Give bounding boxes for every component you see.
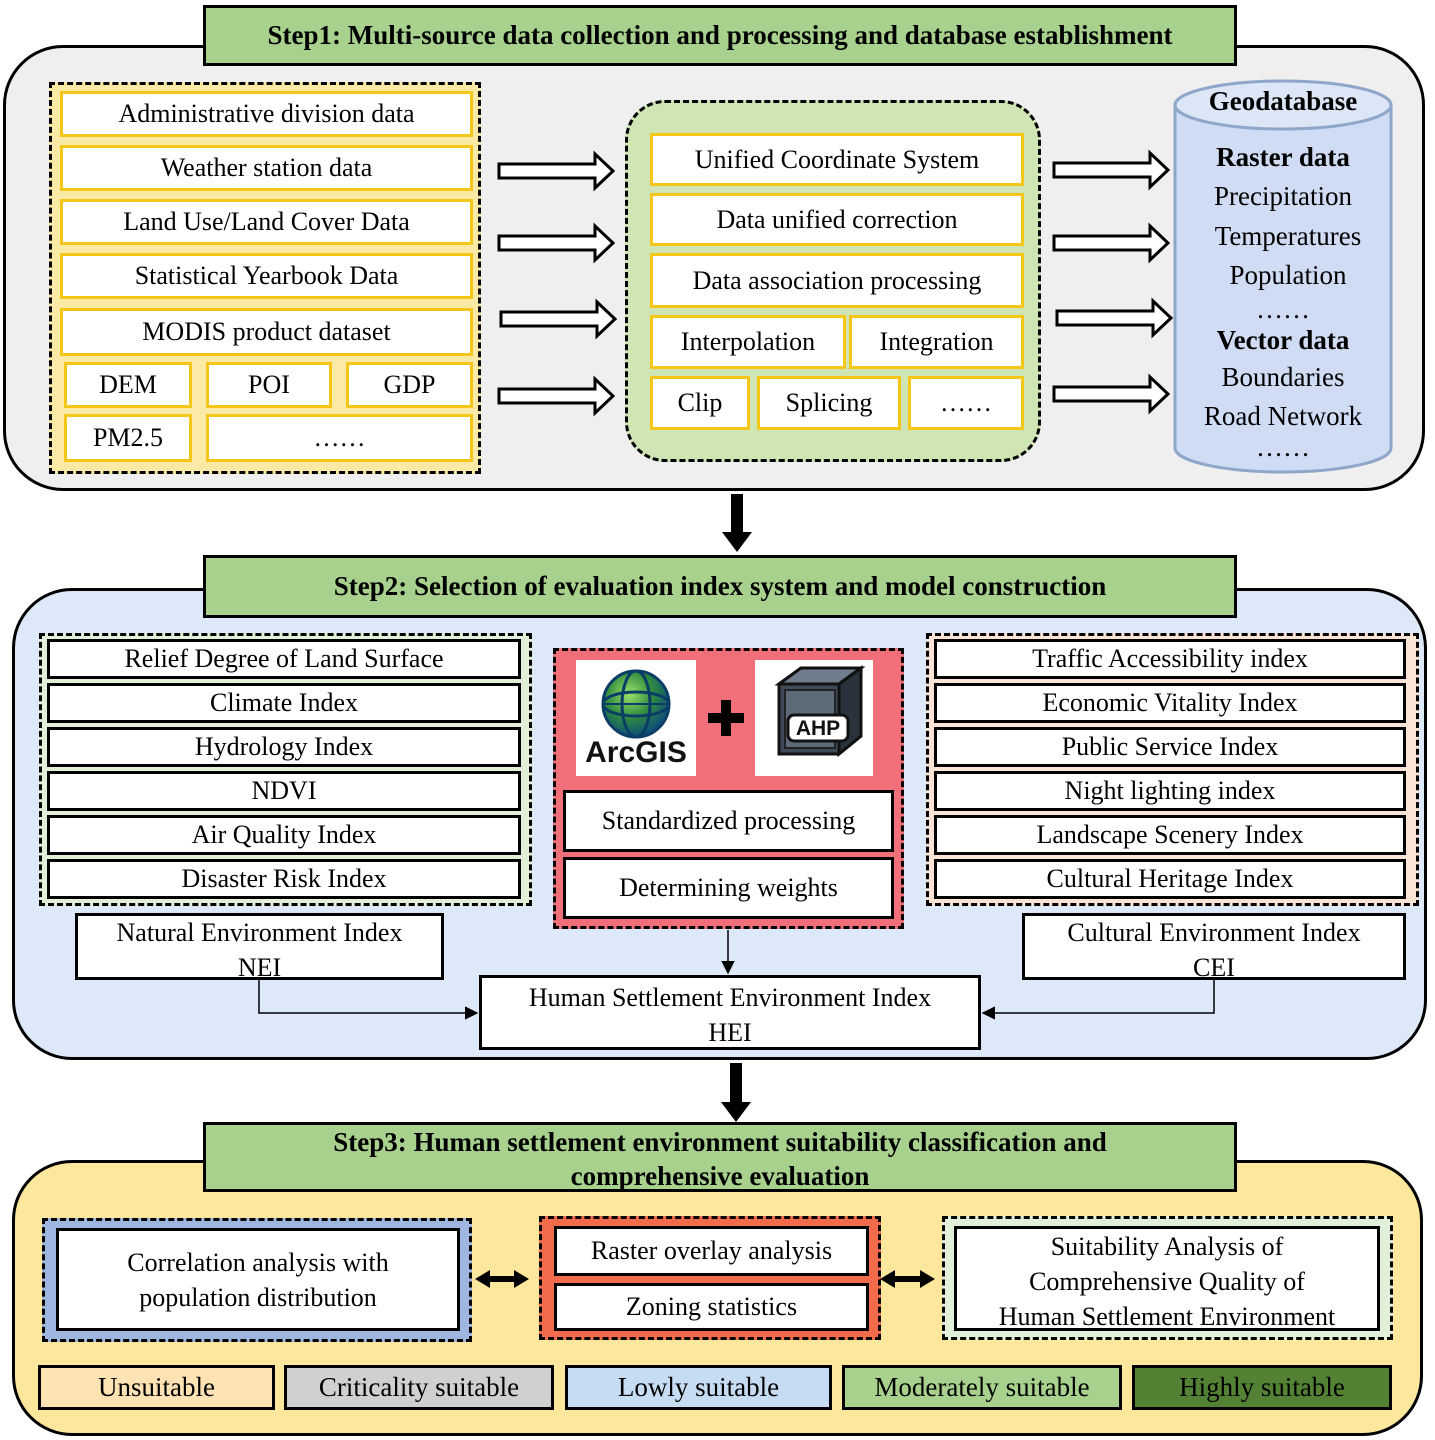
cultural-index: Economic Vitality Index — [934, 683, 1406, 723]
cultural-environment-index-box: Cultural Environment Index CEI — [1022, 913, 1406, 982]
natural-index: Disaster Risk Index — [47, 859, 521, 899]
geodatabase-vector-heading: Vector data — [1216, 325, 1350, 355]
natural-environment-index-box: Natural Environment Index NEI — [75, 913, 444, 982]
geodatabase-item: Precipitation — [1214, 181, 1352, 211]
determining-weights: Determining weights — [563, 857, 894, 919]
double-arrow-icon — [475, 1270, 529, 1288]
geodatabase-item: …… — [1256, 432, 1310, 462]
source-item-poi: POI — [206, 362, 332, 408]
arcgis-logo-tile: ArcGIS — [576, 660, 696, 776]
step3-title: Step3: Human settlement environment suit… — [203, 1122, 1237, 1192]
suitability-line1: Suitability Analysis of — [1050, 1232, 1284, 1261]
source-item: MODIS product dataset — [60, 308, 473, 356]
cei-line2: CEI — [1193, 953, 1235, 982]
source-item-dem: DEM — [64, 362, 192, 408]
processing-item-interpolation: Interpolation — [650, 315, 846, 369]
legend-lowly-suitable: Lowly suitable — [565, 1365, 832, 1410]
legend-highly-suitable: Highly suitable — [1132, 1365, 1392, 1410]
geodatabase-item: Temperatures — [1214, 221, 1362, 251]
geodatabase-item: …… — [1256, 294, 1310, 324]
nei-line2: NEI — [237, 953, 282, 982]
correlation-line2: population distribution — [139, 1283, 377, 1312]
processing-item-integration: Integration — [849, 315, 1024, 369]
cultural-index: Public Service Index — [934, 727, 1406, 767]
source-item-pm25: PM2.5 — [64, 414, 192, 462]
natural-index: NDVI — [47, 771, 521, 811]
thin-connectors — [258, 930, 1215, 1020]
hollow-arrow-icon — [1052, 222, 1171, 264]
globe-icon — [601, 669, 671, 739]
geodatabase-title: Geodatabase — [1208, 86, 1358, 116]
hei-box: Human Settlement Environment Index HEI — [479, 975, 981, 1050]
hei-line1: Human Settlement Environment Index — [528, 983, 932, 1012]
step2-title: Step2: Selection of evaluation index sys… — [203, 555, 1237, 618]
hollow-arrows-right — [1052, 149, 1174, 415]
cei-line1: Cultural Environment Index — [1067, 918, 1361, 947]
hollow-arrow-icon — [497, 375, 616, 417]
geodatabase-item: Road Network — [1203, 401, 1363, 431]
source-item: Statistical Yearbook Data — [60, 253, 473, 299]
cultural-index: Traffic Accessibility index — [934, 639, 1406, 679]
down-arrow-icon — [721, 1063, 751, 1122]
suitability-analysis-box: Suitability Analysis of Comprehensive Qu… — [954, 1226, 1380, 1331]
geodatabase-item: Population — [1229, 260, 1347, 290]
correlation-line1: Correlation analysis with — [127, 1248, 389, 1277]
standardized-processing: Standardized processing — [563, 790, 894, 852]
cultural-index: Cultural Heritage Index — [934, 859, 1406, 899]
legend-criticality-suitable: Criticality suitable — [284, 1365, 554, 1410]
processing-item: Data association processing — [650, 253, 1024, 308]
ahp-label: AHP — [795, 717, 841, 740]
hollow-arrow-icon — [1055, 297, 1174, 339]
cultural-index: Landscape Scenery Index — [934, 815, 1406, 855]
suitability-line3: Human Settlement Environment — [998, 1302, 1336, 1331]
geodatabase-item: Boundaries — [1221, 362, 1345, 392]
cultural-index: Night lighting index — [934, 771, 1406, 811]
natural-index: Air Quality Index — [47, 815, 521, 855]
down-arrow-icon — [722, 494, 752, 552]
hollow-arrow-icon — [497, 150, 616, 192]
hollow-arrow-icon — [1052, 149, 1171, 191]
down-arrows — [721, 494, 752, 1122]
hollow-arrow-icon — [1052, 373, 1171, 415]
double-arrows — [475, 1270, 935, 1288]
double-arrow-icon — [880, 1270, 935, 1288]
arcgis-label: ArcGIS — [585, 736, 687, 769]
plus-icon — [708, 700, 744, 736]
cube-icon — [774, 665, 866, 758]
processing-item-clip: Clip — [650, 376, 750, 430]
processing-item: Unified Coordinate System — [650, 133, 1024, 186]
hei-line2: HEI — [708, 1018, 752, 1047]
source-item-gdp: GDP — [346, 362, 473, 408]
nei-line1: Natural Environment Index — [116, 918, 403, 947]
hollow-arrow-icon — [499, 298, 618, 340]
processing-item: Data unified correction — [650, 193, 1024, 246]
natural-index: Hydrology Index — [47, 727, 521, 767]
natural-index: Relief Degree of Land Surface — [47, 639, 521, 679]
geodatabase-raster-heading: Raster data — [1216, 142, 1350, 172]
source-item: Weather station data — [60, 145, 473, 191]
step3-title-line1: Step3: Human settlement environment suit… — [333, 1127, 1107, 1157]
hollow-arrows-left — [497, 150, 618, 417]
raster-overlay-analysis: Raster overlay analysis — [554, 1226, 869, 1276]
hollow-arrow-icon — [497, 222, 616, 264]
step1-title: Step1: Multi-source data collection and … — [203, 5, 1237, 66]
source-item: Administrative division data — [60, 91, 473, 137]
legend-moderately-suitable: Moderately suitable — [842, 1365, 1122, 1410]
legend-unsuitable: Unsuitable — [38, 1365, 275, 1410]
processing-item-more: …… — [908, 376, 1024, 430]
correlation-analysis-box: Correlation analysis with population dis… — [56, 1228, 460, 1331]
source-item: Land Use/Land Cover Data — [60, 199, 473, 245]
ahp-logo-tile: AHP — [755, 660, 873, 776]
processing-item-splicing: Splicing — [757, 376, 901, 430]
source-item-more: …… — [206, 414, 473, 462]
suitability-line2: Comprehensive Quality of — [1029, 1267, 1305, 1296]
step3-title-line2: comprehensive evaluation — [570, 1161, 870, 1191]
natural-index: Climate Index — [47, 683, 521, 723]
zoning-statistics: Zoning statistics — [554, 1283, 869, 1331]
